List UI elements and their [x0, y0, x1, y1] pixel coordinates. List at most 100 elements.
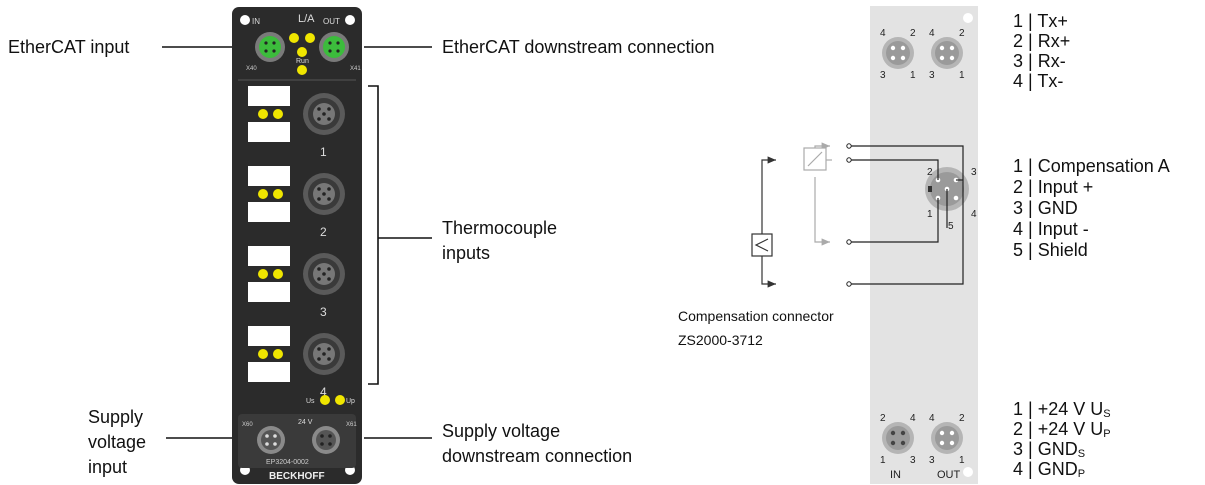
- ethercat-pin-connector-out: [931, 37, 963, 69]
- pwr-pin-label: 3: [929, 455, 935, 466]
- label-field: [248, 86, 290, 106]
- tc-pin-label: 3: [971, 167, 977, 178]
- power-pin-connector-in: [882, 422, 914, 454]
- ethercat-pin-row: 4 | Tx-: [1013, 71, 1064, 91]
- supply-voltage-input-line2: voltage: [88, 432, 147, 452]
- eth-pin-label: 2: [910, 28, 916, 39]
- channel-number: 3: [320, 305, 327, 319]
- compensation-connector-line2: ZS2000-3712: [678, 332, 763, 348]
- channel-led: [258, 109, 268, 119]
- us-led: [320, 395, 330, 405]
- pwr-pin-label: 1: [880, 455, 886, 466]
- connector-panel: 4 2 3 1 4 2 3 1 2 3 1 4 5: [870, 6, 978, 484]
- x41-label: X41: [350, 66, 361, 72]
- power-pin-row: 3 | GNDS: [1013, 439, 1086, 461]
- channel-led: [273, 269, 283, 279]
- ethercat-out-connector[interactable]: [319, 32, 349, 62]
- ethercat-downstream-label: EtherCAT downstream connection: [442, 37, 715, 57]
- label-field: [248, 122, 290, 142]
- channel-row: 1: [248, 86, 345, 159]
- channel-row: 2: [248, 166, 345, 239]
- tc-pin-row: 1 | Compensation A: [1013, 156, 1170, 176]
- run-label: Run: [296, 58, 309, 65]
- tc-pin-label: 5: [948, 221, 954, 232]
- supply-24v-label: 24 V: [298, 419, 313, 426]
- label-field: [248, 282, 290, 302]
- eth-pin-label: 3: [929, 70, 935, 81]
- channel-led: [273, 189, 283, 199]
- eth-pin-label: 1: [959, 70, 965, 81]
- up-label: Up: [346, 398, 355, 405]
- power-pin-row: 4 | GNDP: [1013, 459, 1086, 481]
- channel-led: [258, 189, 268, 199]
- channel-rows: 1 2 3 4: [248, 86, 345, 399]
- channel-led: [258, 269, 268, 279]
- ethercat-pin-row: 1 | Tx+: [1013, 11, 1068, 31]
- channel-led: [258, 349, 268, 359]
- x40-label: X40: [246, 66, 257, 72]
- link-act-leds: [289, 33, 315, 75]
- pwr-pin-label: 1: [959, 455, 965, 466]
- supply-downstream-line1: Supply voltage: [442, 421, 561, 441]
- tc-pin-label: 1: [927, 209, 933, 220]
- label-field: [248, 246, 290, 266]
- up-led: [335, 395, 345, 405]
- tc-pin-row: 3 | GND: [1013, 198, 1078, 218]
- thermocouple-connector[interactable]: [303, 333, 345, 375]
- tc-pin-row: 5 | Shield: [1013, 240, 1088, 260]
- ethercat-pin-row: 2 | Rx+: [1013, 31, 1071, 51]
- eth-pin-label: 2: [959, 28, 965, 39]
- ethercat-pin-connector-in: [882, 37, 914, 69]
- thermocouple-inputs-label-line1: Thermocouple: [442, 218, 558, 238]
- label-in: IN: [252, 17, 260, 26]
- callout-lines: [162, 46, 432, 439]
- eth-pin-label: 4: [929, 28, 935, 39]
- channel-number: 4: [320, 385, 327, 399]
- x61-label: X61: [346, 422, 357, 428]
- channel-led: [273, 109, 283, 119]
- thermocouple-inputs-label-line2: inputs: [442, 243, 491, 263]
- supply-in-connector[interactable]: [257, 426, 285, 454]
- pwr-pin-label: 4: [910, 413, 916, 424]
- channel-number: 2: [320, 225, 327, 239]
- eth-pin-label: 3: [880, 70, 886, 81]
- label-la: L/A: [298, 13, 315, 25]
- thermocouple-connector[interactable]: [303, 253, 345, 295]
- us-label: Us: [306, 398, 315, 405]
- power-pin-row: 2 | +24 V UP: [1013, 419, 1111, 441]
- tc-pin-label: 2: [927, 167, 933, 178]
- tc-pin-label: 4: [971, 209, 977, 220]
- model-label: EP3204-0002: [266, 459, 309, 466]
- tc-pin-row: 4 | Input -: [1013, 219, 1089, 239]
- thermocouple-wiring: [751, 142, 964, 288]
- pwr-pin-label: 2: [880, 413, 886, 424]
- label-field: [248, 166, 290, 186]
- supply-voltage-input-line1: Supply: [88, 407, 144, 427]
- channel-row: 3: [248, 246, 345, 319]
- port-in-label: IN: [890, 469, 901, 481]
- x60-label: X60: [242, 422, 253, 428]
- supply-out-connector[interactable]: [312, 426, 340, 454]
- thermocouple-connector[interactable]: [303, 173, 345, 215]
- label-field: [248, 326, 290, 346]
- supply-voltage-input-line3: input: [88, 457, 128, 477]
- channel-number: 1: [320, 145, 327, 159]
- brand-label: BECKHOFF: [269, 471, 325, 482]
- eth-pin-label: 4: [880, 28, 886, 39]
- ethercat-in-connector[interactable]: [255, 32, 285, 62]
- label-out: OUT: [323, 17, 340, 26]
- ep3204-module: IN L/A OUT Run X40 X41 1 2 3 4 Us: [232, 7, 362, 484]
- supply-downstream-line2: downstream connection: [442, 446, 633, 466]
- channel-row: 4: [248, 326, 345, 399]
- power-pin-connector-out: [931, 422, 963, 454]
- pwr-pin-label: 4: [929, 413, 935, 424]
- pwr-pin-label: 2: [959, 413, 965, 424]
- label-field: [248, 202, 290, 222]
- pwr-pin-label: 3: [910, 455, 916, 466]
- tc-pin-row: 2 | Input +: [1013, 177, 1094, 197]
- thermocouple-connector[interactable]: [303, 93, 345, 135]
- eth-pin-label: 1: [910, 70, 916, 81]
- port-out-label: OUT: [937, 469, 961, 481]
- ethercat-pin-row: 3 | Rx-: [1013, 51, 1066, 71]
- label-field: [248, 362, 290, 382]
